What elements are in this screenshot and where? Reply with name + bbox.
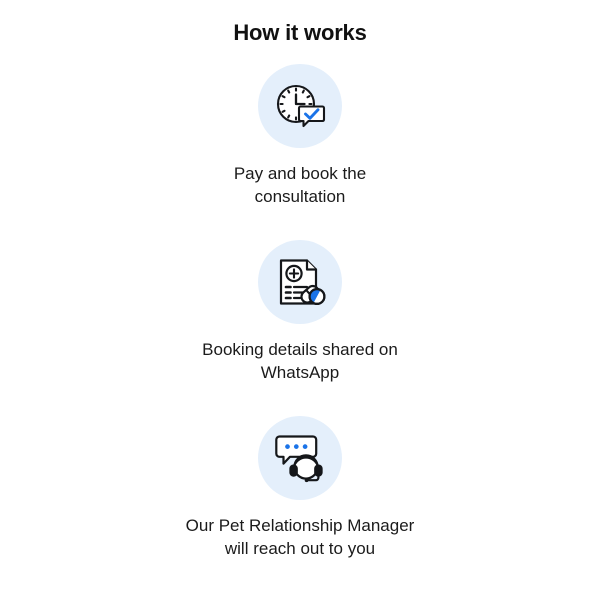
prescription-pills-icon	[273, 255, 327, 309]
chat-headset-support-icon	[272, 431, 328, 485]
step-item: Booking details shared on WhatsApp	[0, 240, 600, 384]
step-icon-circle	[258, 240, 342, 325]
step-caption: Pay and book the consultation	[233, 164, 367, 207]
step-item: Our Pet Relationship Manager will reach …	[0, 416, 600, 560]
step-icon-circle	[258, 416, 342, 501]
step-item: Pay and book the consultation	[0, 64, 600, 208]
page-title: How it works	[233, 20, 367, 45]
clock-check-icon	[272, 78, 328, 134]
step-icon-circle	[258, 64, 342, 149]
step-caption: Booking details shared on WhatsApp	[202, 340, 398, 383]
steps-list: Pay and book the consultation	[0, 46, 600, 560]
step-caption: Our Pet Relationship Manager will reach …	[185, 516, 415, 559]
